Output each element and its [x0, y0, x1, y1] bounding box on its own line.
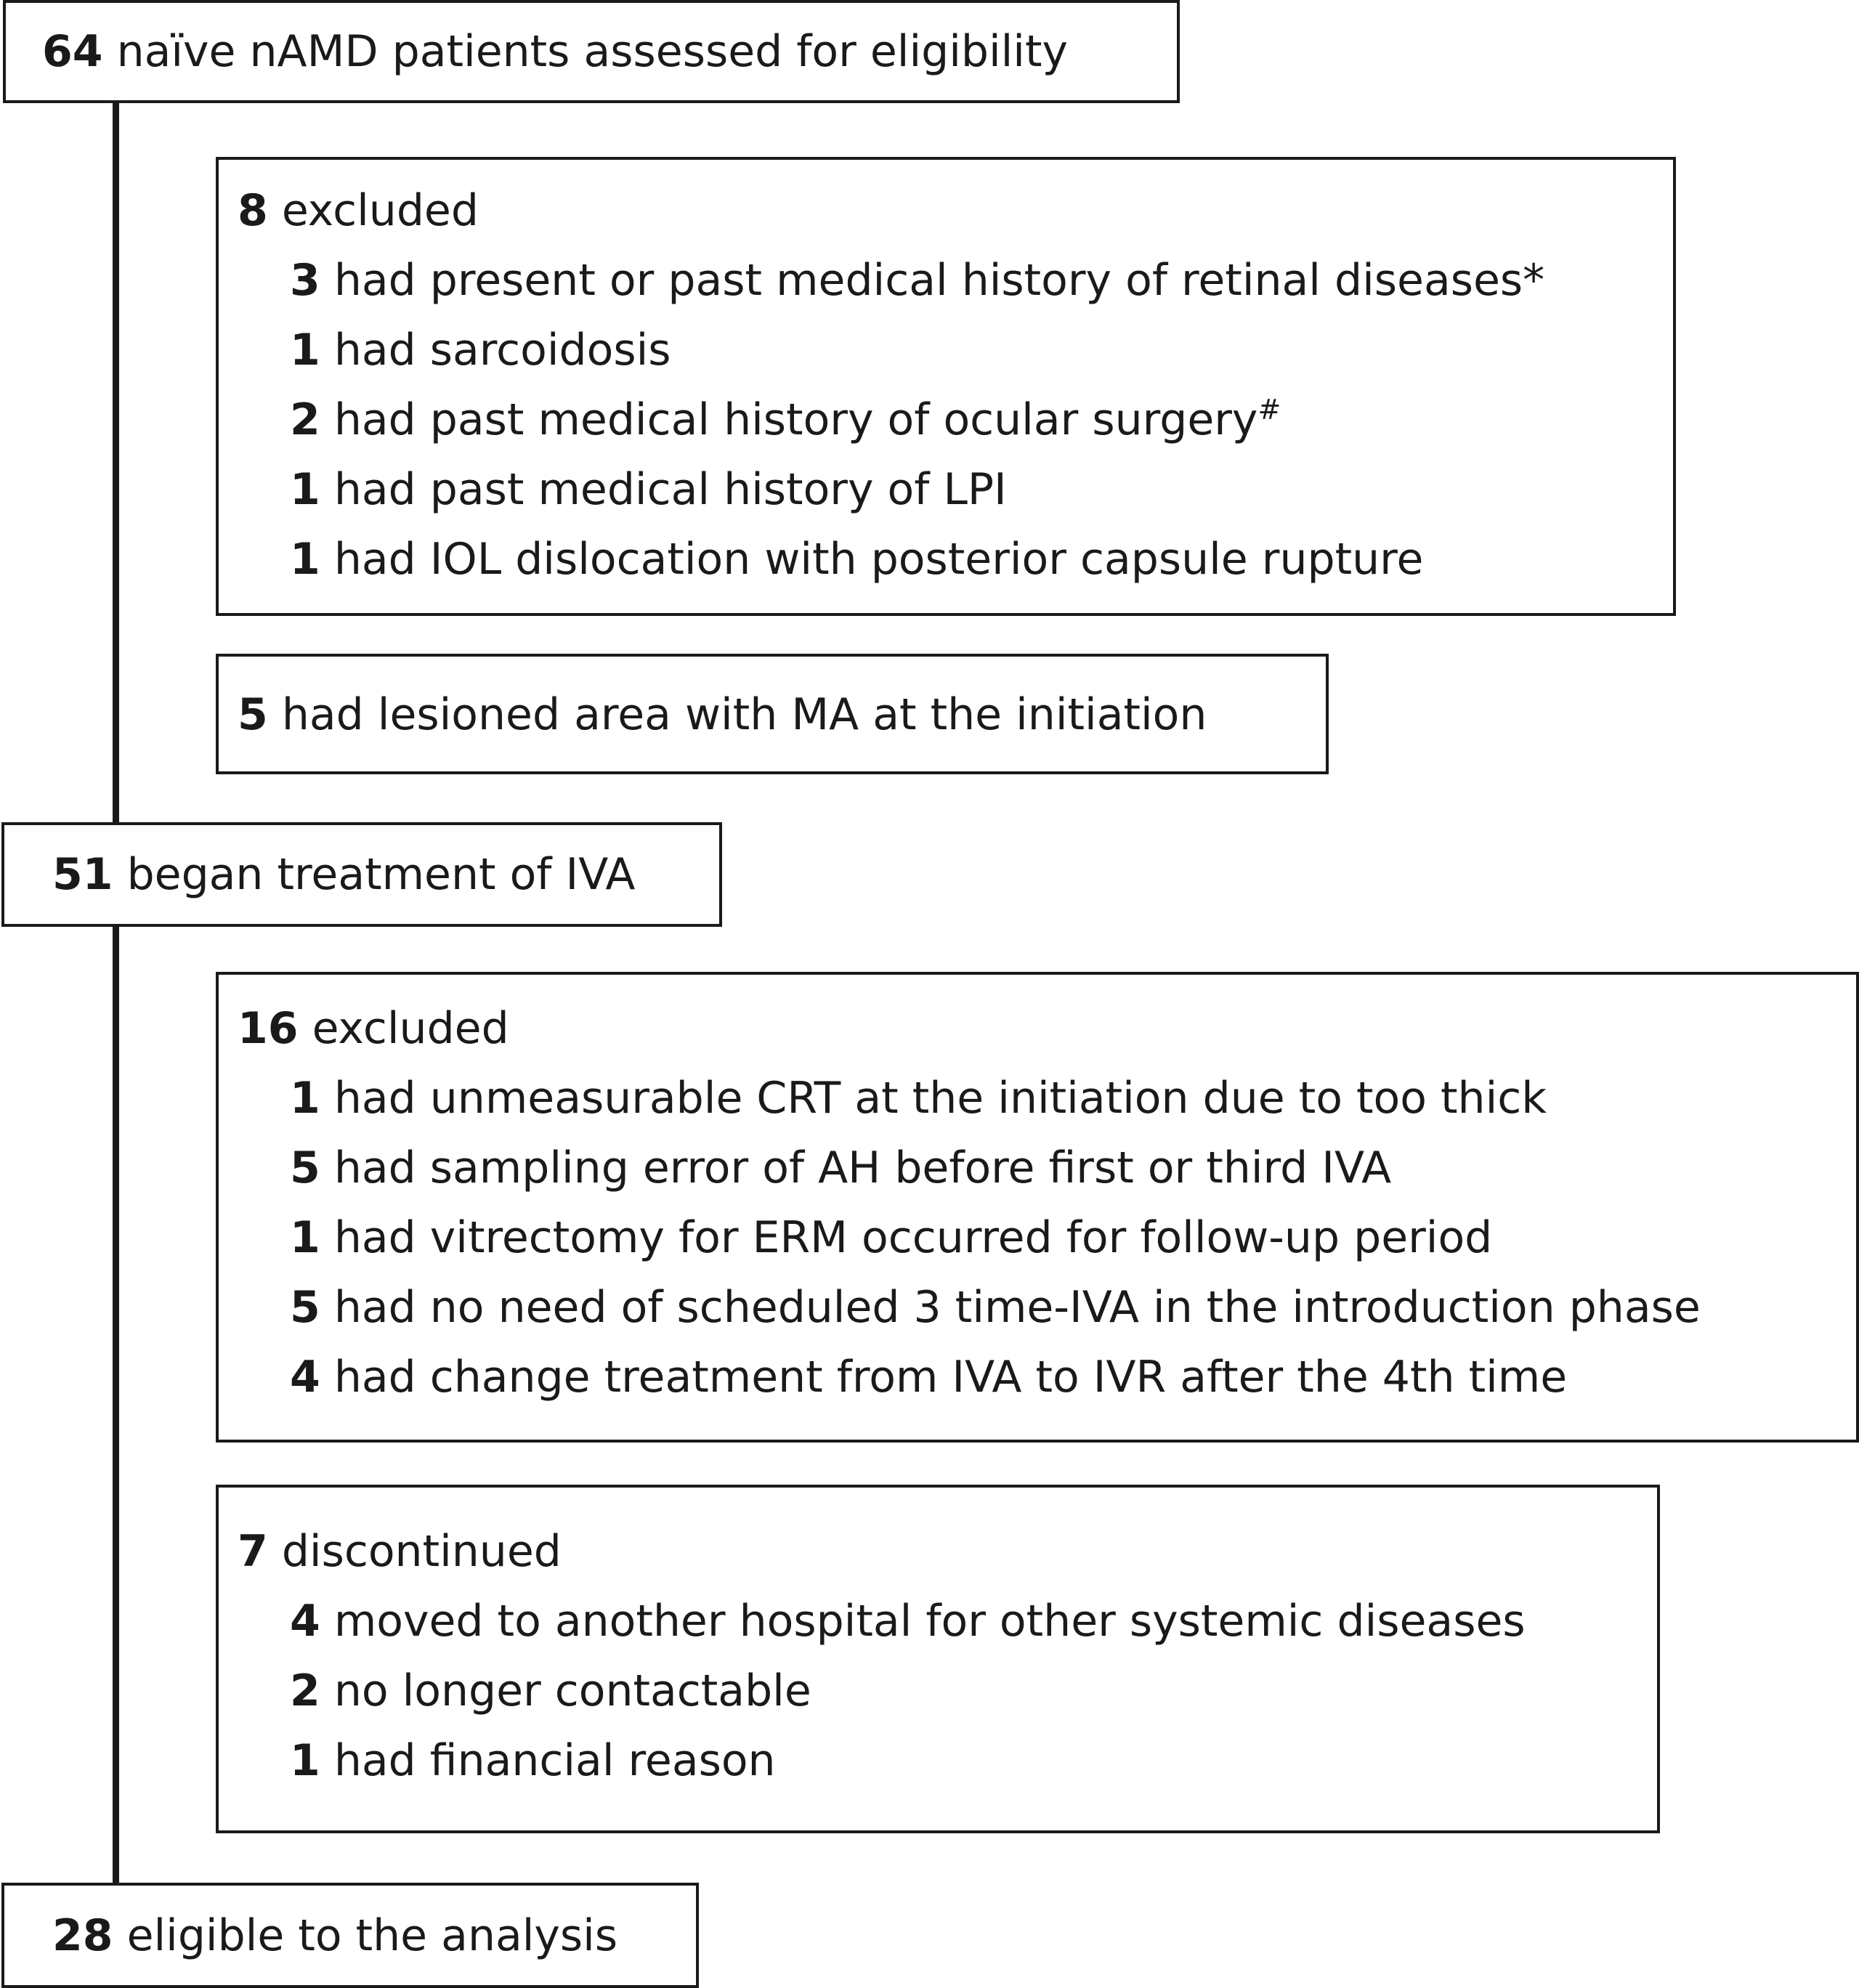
connector-line-upper: [113, 102, 119, 824]
discontinued-item: 4 moved to another hospital for other sy…: [290, 1596, 1526, 1647]
stage-box-eligible: 28 eligible to the analysis: [1, 1883, 699, 1988]
discontinued-item: 1 had financial reason: [290, 1735, 776, 1786]
footnote-mark: #: [1257, 394, 1281, 426]
exclusion-item: 1 had vitrectomy for ERM occurred for fo…: [290, 1212, 1493, 1263]
discontinued-heading: 7 discontinued: [238, 1526, 562, 1577]
stage-text-assessed: 64 naïve nAMD patients assessed for elig…: [42, 3, 1068, 100]
exclusion-item: 1 had sarcoidosis: [290, 325, 671, 376]
stage-box-began-treatment: 51 began treatment of IVA: [1, 822, 722, 927]
stage-label: naïve nAMD patients assessed for eligibi…: [102, 26, 1068, 77]
exclusion-box-third: 16 excluded 1 had unmeasurable CRT at th…: [216, 972, 1859, 1443]
exclusion-item: 2 had past medical history of ocular sur…: [290, 394, 1281, 445]
exclusion-item: 4 had change treatment from IVA to IVR a…: [290, 1352, 1568, 1403]
connector-line-lower: [113, 925, 119, 1886]
stage-text-eligible: 28 eligible to the analysis: [52, 1910, 618, 1961]
exclusion-single-line: 5 had lesioned area with MA at the initi…: [238, 689, 1207, 740]
exclusion-item: 1 had past medical history of LPI: [290, 464, 1007, 515]
exclusion-item: 5 had no need of scheduled 3 time-IVA in…: [290, 1282, 1701, 1333]
exclusion-heading: 8 excluded: [238, 185, 479, 236]
discontinued-item: 2 no longer contactable: [290, 1666, 811, 1716]
stage-text-began-treatment: 51 began treatment of IVA: [52, 849, 636, 900]
exclusion-box-second: 5 had lesioned area with MA at the initi…: [216, 654, 1329, 774]
stage-box-assessed: 64 naïve nAMD patients assessed for elig…: [3, 0, 1180, 103]
exclusion-item: 3 had present or past medical history of…: [290, 255, 1545, 306]
exclusion-item: 5 had sampling error of AH before first …: [290, 1143, 1392, 1193]
discontinued-box: 7 discontinued 4 moved to another hospit…: [216, 1485, 1660, 1833]
stage-count: 64: [42, 26, 103, 77]
exclusion-item: 1 had IOL dislocation with posterior cap…: [290, 534, 1424, 585]
exclusion-heading: 16 excluded: [238, 1003, 509, 1054]
exclusion-box-first: 8 excluded 3 had present or past medical…: [216, 157, 1676, 616]
exclusion-item: 1 had unmeasurable CRT at the initiation…: [290, 1073, 1547, 1124]
